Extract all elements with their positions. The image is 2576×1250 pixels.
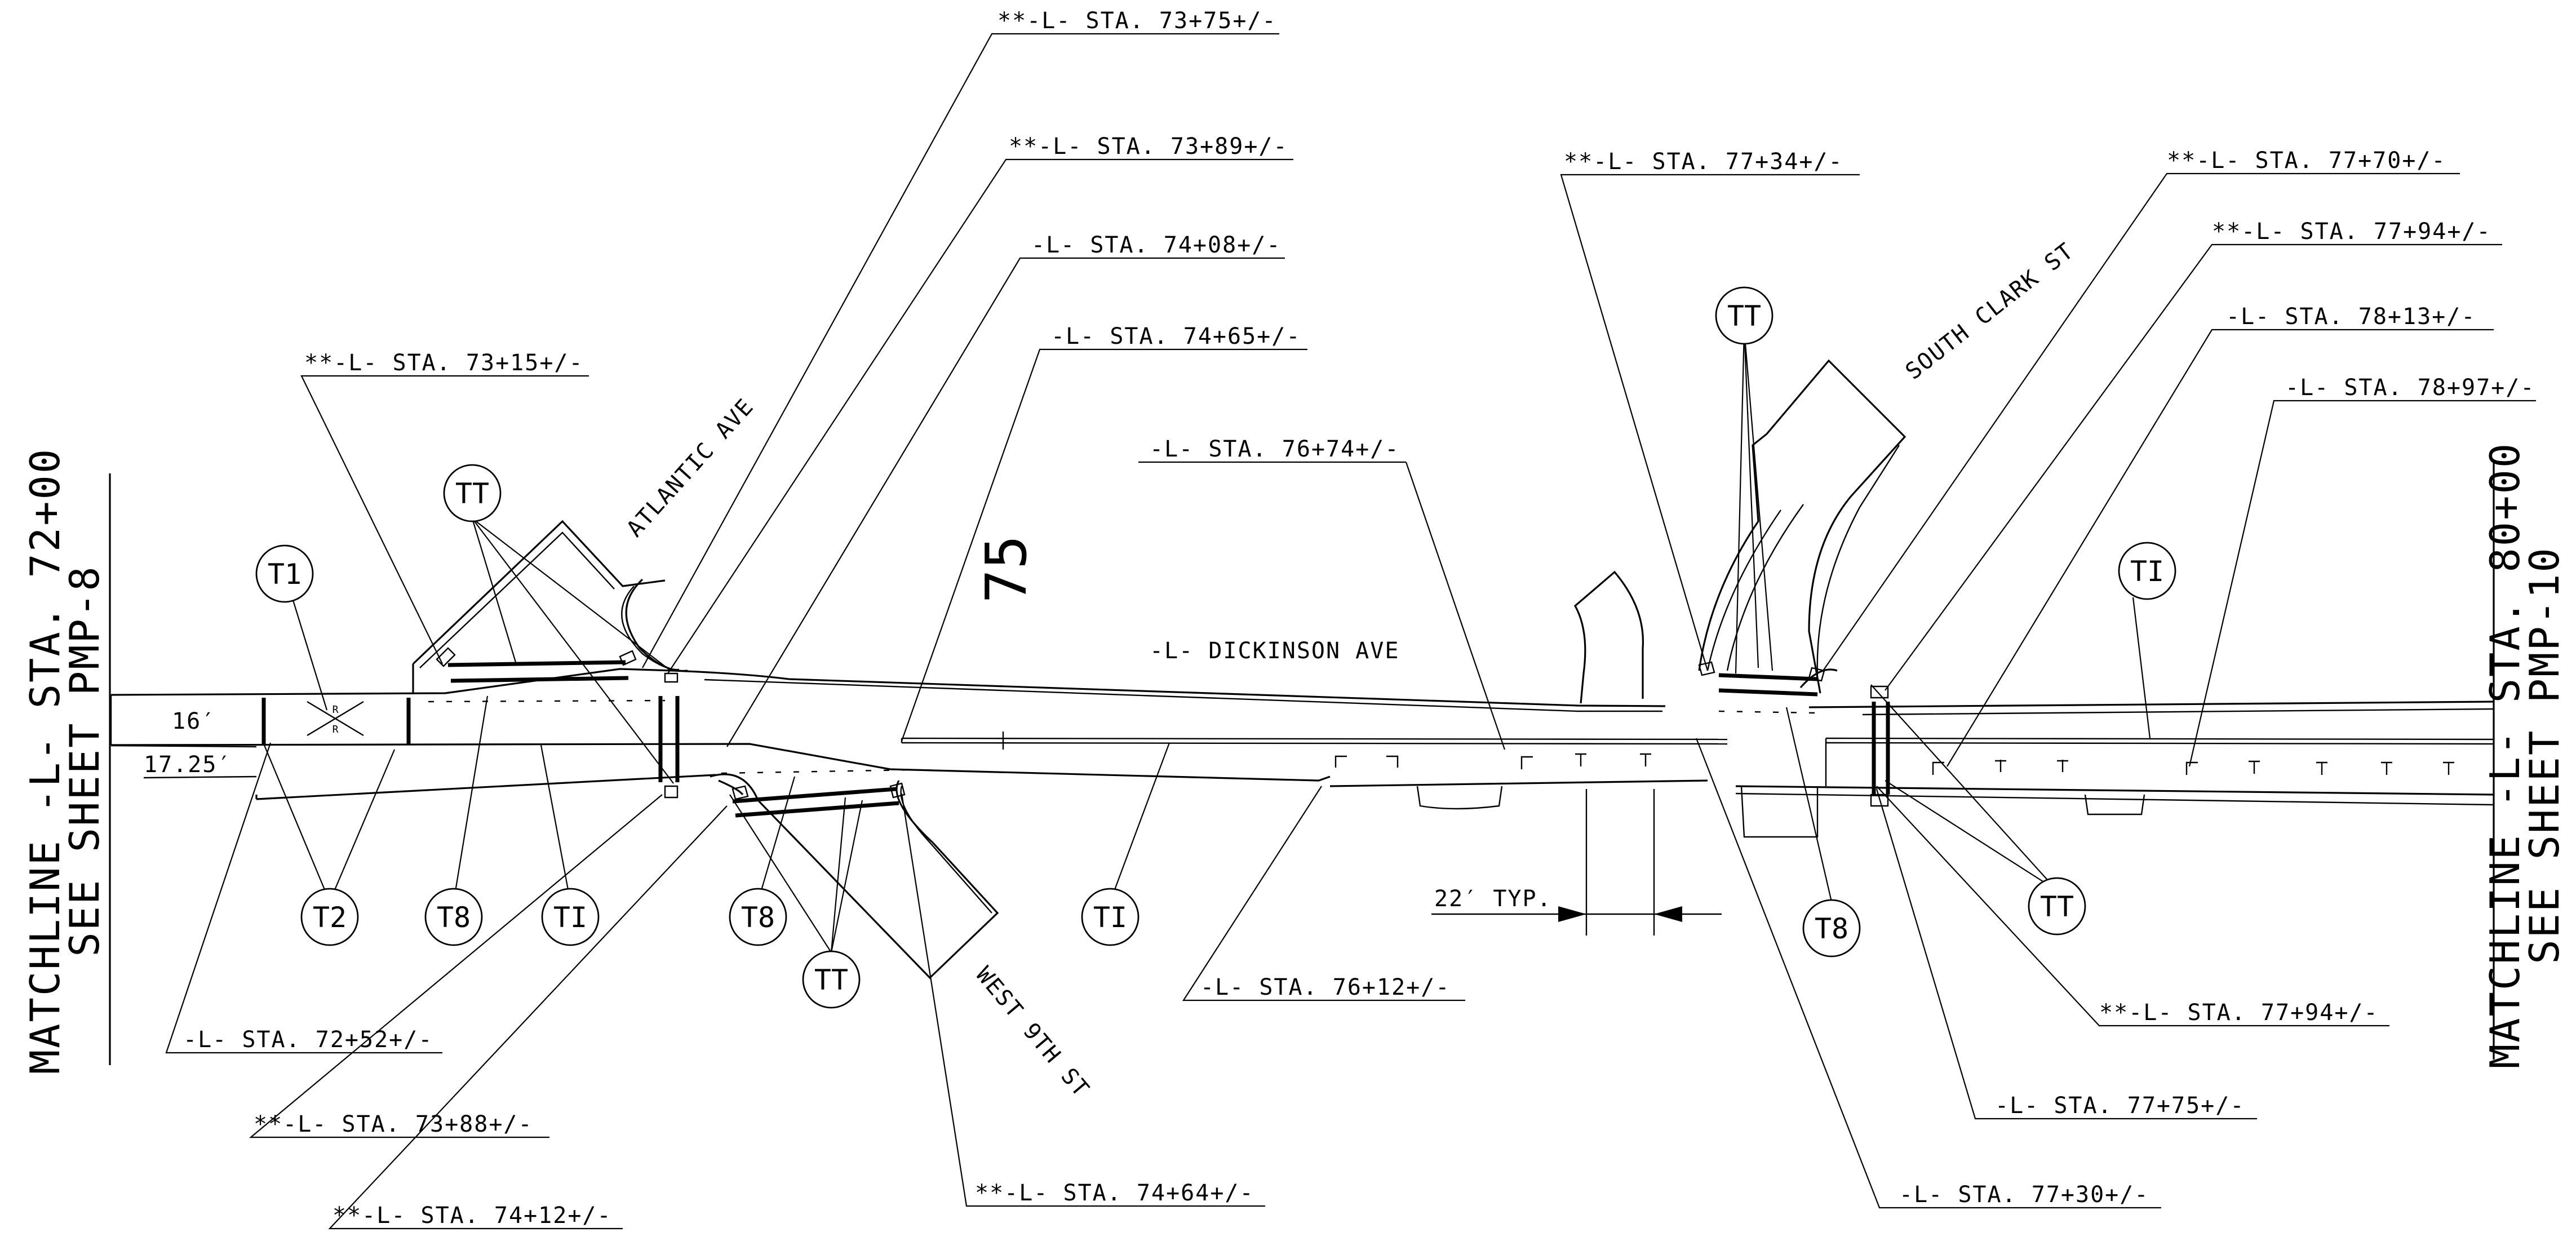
callout-sta-77-30: -L- STA. 77+30+/- — [1899, 1182, 2149, 1208]
pavement-markings: R R — [261, 647, 2454, 818]
tag-ti-right: TI — [2118, 542, 2176, 600]
svg-text:T1: T1 — [268, 558, 302, 591]
station-marker: 75 — [973, 535, 1039, 603]
tag-tt-right: TT — [2028, 877, 2086, 936]
matchline-left: MATCHLINE -L- STA. 72+00 SEE SHEET PMP-8 — [21, 447, 111, 1074]
street-atlantic-ave: ATLANTIC AVE — [622, 393, 759, 542]
lane-width-17-25: 17.25′ — [144, 752, 232, 778]
tag-tt-upper-left: TT — [443, 464, 502, 522]
tag-ti-left: TI — [541, 888, 600, 946]
callout-sta-74-65: -L- STA. 74+65+/- — [1051, 323, 1301, 349]
callout-sta-77-94-bottom: **-L- STA. 77+94+/- — [2099, 1000, 2379, 1026]
svg-text:T8: T8 — [741, 901, 775, 934]
tag-tt-top: TT — [1715, 286, 1774, 345]
matchline-right-sheet-ref: SEE SHEET PMP-10 — [2521, 546, 2568, 964]
svg-text:T8: T8 — [1815, 912, 1848, 945]
callout-sta-73-75: **-L- STA. 73+75+/- — [997, 8, 1277, 34]
tag-t1: T1 — [255, 544, 314, 603]
svg-text:T8: T8 — [437, 901, 471, 934]
typical-dimension-label: 22′ TYP. — [1434, 886, 1552, 912]
svg-text:TI: TI — [1093, 901, 1127, 934]
lane-width-16: 16′ — [172, 708, 216, 734]
svg-text:R: R — [332, 724, 339, 735]
marking-tags: T1 TT T2 T8 TI T8 TT TI TT T8 TT TI — [255, 286, 2176, 1009]
callout-sta-73-89: **-L- STA. 73+89+/- — [1009, 134, 1288, 159]
callout-sta-74-64: **-L- STA. 74+64+/- — [975, 1180, 1254, 1206]
callout-sta-76-12: -L- STA. 76+12+/- — [1200, 974, 1450, 1000]
tag-t8-right: T8 — [1802, 899, 1861, 958]
matchline-right: MATCHLINE -L- STA. 80+00 SEE SHEET PMP-1… — [2481, 442, 2568, 1069]
street-south-clark-st: SOUTH CLARK ST — [1901, 238, 2079, 385]
matchline-left-label: MATCHLINE -L- STA. 72+00 — [21, 447, 69, 1074]
dimension-labels: 16′ 17.25′ 22′ TYP. 75 — [143, 535, 1722, 936]
callout-sta-76-74: -L- STA. 76+74+/- — [1150, 436, 1399, 462]
svg-text:TI: TI — [553, 901, 587, 934]
lane-drop-ticks — [1334, 753, 2454, 775]
svg-text:TT: TT — [455, 477, 489, 510]
matchline-left-sheet-ref: SEE SHEET PMP-8 — [61, 565, 108, 956]
station-callouts: **-L- STA. 73+75+/- **-L- STA. 73+89+/- … — [183, 8, 2535, 1229]
svg-text:T2: T2 — [313, 901, 347, 934]
tag-t2: T2 — [300, 888, 359, 946]
roadway-linework — [110, 359, 2494, 979]
tag-t8-mid: T8 — [729, 888, 787, 946]
callout-sta-78-97: -L- STA. 78+97+/- — [2285, 375, 2535, 401]
callout-sta-77-94-top: **-L- STA. 77+94+/- — [2212, 219, 2491, 245]
callout-sta-73-88: **-L- STA. 73+88+/- — [254, 1111, 533, 1137]
svg-text:TI: TI — [2130, 555, 2164, 588]
callout-sta-72-52: -L- STA. 72+52+/- — [183, 1027, 433, 1053]
svg-text:R: R — [332, 704, 339, 716]
street-west-9th-st: WEST 9TH ST — [970, 962, 1094, 1102]
callout-sta-77-75: -L- STA. 77+75+/- — [1995, 1093, 2245, 1119]
tag-t8-left: T8 — [424, 888, 483, 946]
callout-sta-77-34: **-L- STA. 77+34+/- — [1564, 149, 1843, 175]
callout-sta-74-12: **-L- STA. 74+12+/- — [332, 1203, 612, 1229]
svg-text:TT: TT — [814, 964, 848, 996]
street-dickinson-ave: -L- DICKINSON AVE — [1150, 638, 1399, 664]
svg-text:TT: TT — [1727, 300, 1761, 333]
callout-sta-74-08: -L- STA. 74+08+/- — [1031, 232, 1281, 258]
callout-sta-78-13: -L- STA. 78+13+/- — [2226, 304, 2476, 330]
tag-tt-mid: TT — [802, 950, 861, 1009]
leader-lines — [165, 33, 2536, 1230]
callout-sta-73-15: **-L- STA. 73+15+/- — [304, 350, 584, 376]
tag-ti-mid: TI — [1081, 888, 1140, 946]
matchline-right-label: MATCHLINE -L- STA. 80+00 — [2481, 442, 2529, 1069]
svg-text:TT: TT — [2040, 890, 2074, 923]
callout-sta-77-70: **-L- STA. 77+70+/- — [2167, 148, 2446, 174]
